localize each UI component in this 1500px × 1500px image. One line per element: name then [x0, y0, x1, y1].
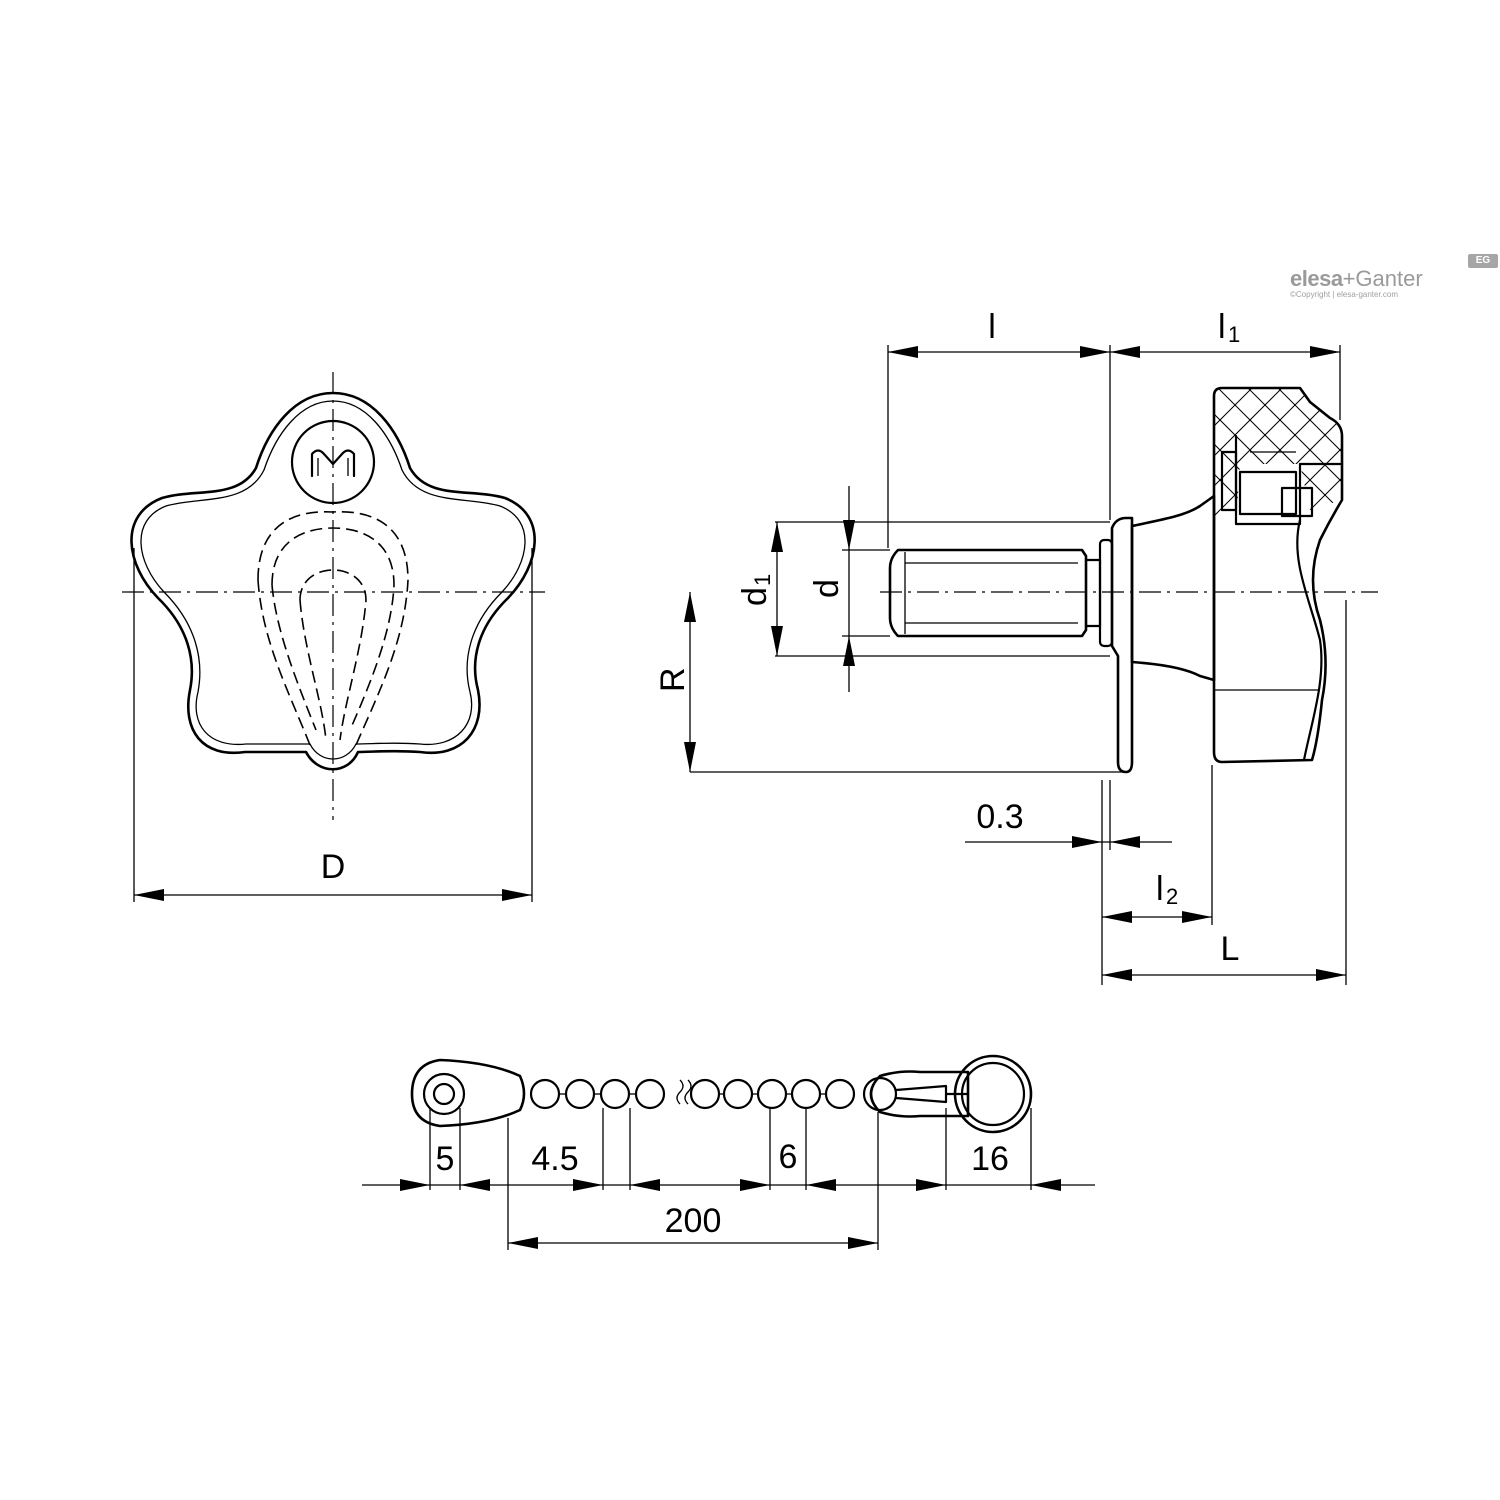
dim-label-gap: 0.3: [976, 798, 1023, 836]
dim-label-d1-sub: 1: [750, 574, 775, 586]
split-ring-inner: [960, 1061, 1026, 1127]
arrow-d-right: [502, 889, 532, 901]
stud-neck: [1084, 558, 1102, 628]
dim-label-200: 200: [665, 1202, 722, 1240]
arrow-d-left: [134, 889, 164, 901]
dim-label-4-5: 4.5: [531, 1140, 578, 1178]
dim-label-d: D: [321, 848, 346, 886]
chain-clip: [869, 1070, 970, 1118]
knob-side-inner-profile: [1296, 518, 1323, 762]
washer: [1098, 538, 1114, 648]
dim-label-r: R: [654, 667, 692, 692]
arrow-l-right: [1080, 346, 1110, 358]
chain-ball: [756, 1078, 788, 1110]
eyelet-hole-inner: [432, 1082, 456, 1106]
arrow-L-left: [1102, 969, 1132, 981]
chain-ball: [634, 1078, 666, 1110]
arrow-200-left: [508, 1237, 538, 1249]
dim-label-16: 16: [971, 1140, 1009, 1178]
arrow-200-right: [848, 1237, 878, 1249]
hub-body: [1130, 494, 1216, 682]
chain-ball: [824, 1078, 856, 1110]
logo-brand: elesa: [1290, 266, 1343, 291]
arrow-l1-right: [1310, 346, 1340, 358]
arrow-d1-bottom: [771, 626, 783, 656]
dim-label-5: 5: [436, 1140, 455, 1178]
arrow-6-right: [806, 1179, 836, 1191]
chain-ball: [564, 1078, 596, 1110]
insert-cavity: [1234, 434, 1342, 526]
arrow-r-top: [684, 592, 696, 622]
arrow-d-bottom: [843, 636, 855, 666]
arrow-l1-left: [1110, 346, 1140, 358]
section-hatch: [1214, 388, 1342, 524]
knob-side-outer: [1212, 386, 1344, 764]
arrow-l2-left: [1102, 911, 1132, 923]
arrow-d1-top: [771, 522, 783, 552]
hidden-lobe-core: [299, 569, 367, 741]
insert-m-logo-inner: [317, 458, 349, 476]
dim-label-d1: d: [736, 587, 774, 606]
arrow-5-right: [460, 1179, 490, 1191]
hidden-lobe-outer-left: [257, 579, 311, 746]
insert-block-c: [1280, 486, 1314, 518]
chain-ball: [529, 1078, 561, 1110]
arrow-5-left: [400, 1179, 430, 1191]
chain-balls: [529, 1078, 856, 1110]
chain-ball: [599, 1078, 631, 1110]
arrow-45-right: [630, 1179, 660, 1191]
arrow-16-right: [1031, 1179, 1061, 1191]
flange-plate: [1110, 516, 1134, 774]
dim-label-l1-sub: 1: [1228, 322, 1240, 347]
side-view: l l 1 d 1 d R 0.3: [654, 308, 1378, 985]
knob-outline: [130, 391, 536, 771]
chain-ball: [722, 1078, 754, 1110]
insert-block-b: [1238, 470, 1298, 516]
arrow-L-right: [1316, 969, 1346, 981]
chain-eyelet: [410, 1058, 526, 1128]
arrow-45-left: [573, 1179, 603, 1191]
ball-chain: 5 4.5 6 16 200: [362, 1054, 1095, 1250]
arrow-16-left: [916, 1179, 946, 1191]
clip-slot: [894, 1084, 970, 1104]
dim-label-L: L: [1221, 930, 1240, 968]
dim-label-l: l: [988, 308, 996, 346]
dim-label-l2: l: [1156, 870, 1164, 908]
dim-label-d-side: d: [808, 579, 846, 598]
dim-label-6: 6: [779, 1138, 798, 1176]
elesa-ganter-logo: elesa+Ganter EG ©Copyright | elesa-gante…: [1290, 254, 1498, 299]
logo-brand-suffix: +Ganter: [1342, 266, 1423, 291]
knob-outline-inner: [140, 400, 526, 760]
chain-ball: [790, 1078, 822, 1110]
arrow-gap-right: [1110, 836, 1140, 848]
threaded-stud: [888, 548, 1088, 638]
hidden-lobe-outer: [257, 510, 409, 746]
dim-label-l2-sub: 2: [1166, 884, 1178, 909]
logo-badge: EG: [1468, 254, 1498, 268]
dim-label-l1: l: [1218, 308, 1226, 346]
arrow-l2-right: [1182, 911, 1212, 923]
clip-ball: [862, 1076, 898, 1112]
eyelet-hole-outer: [422, 1072, 466, 1116]
arrow-d-top: [843, 520, 855, 550]
arrow-l-left: [888, 346, 918, 358]
insert-block-a: [1220, 450, 1238, 512]
hidden-lobe-inner-left: [271, 584, 317, 731]
hidden-lobe-inner: [271, 527, 395, 731]
arrow-6-left: [740, 1179, 770, 1191]
split-ring-outer: [953, 1054, 1033, 1134]
chain-break-mark: [676, 1079, 692, 1105]
front-view: D: [122, 372, 545, 902]
logo-copyright: ©Copyright | elesa-ganter.com: [1290, 290, 1399, 299]
arrow-gap-left: [1072, 836, 1102, 848]
chain-ball: [689, 1078, 721, 1110]
arrow-r-bottom: [684, 742, 696, 772]
